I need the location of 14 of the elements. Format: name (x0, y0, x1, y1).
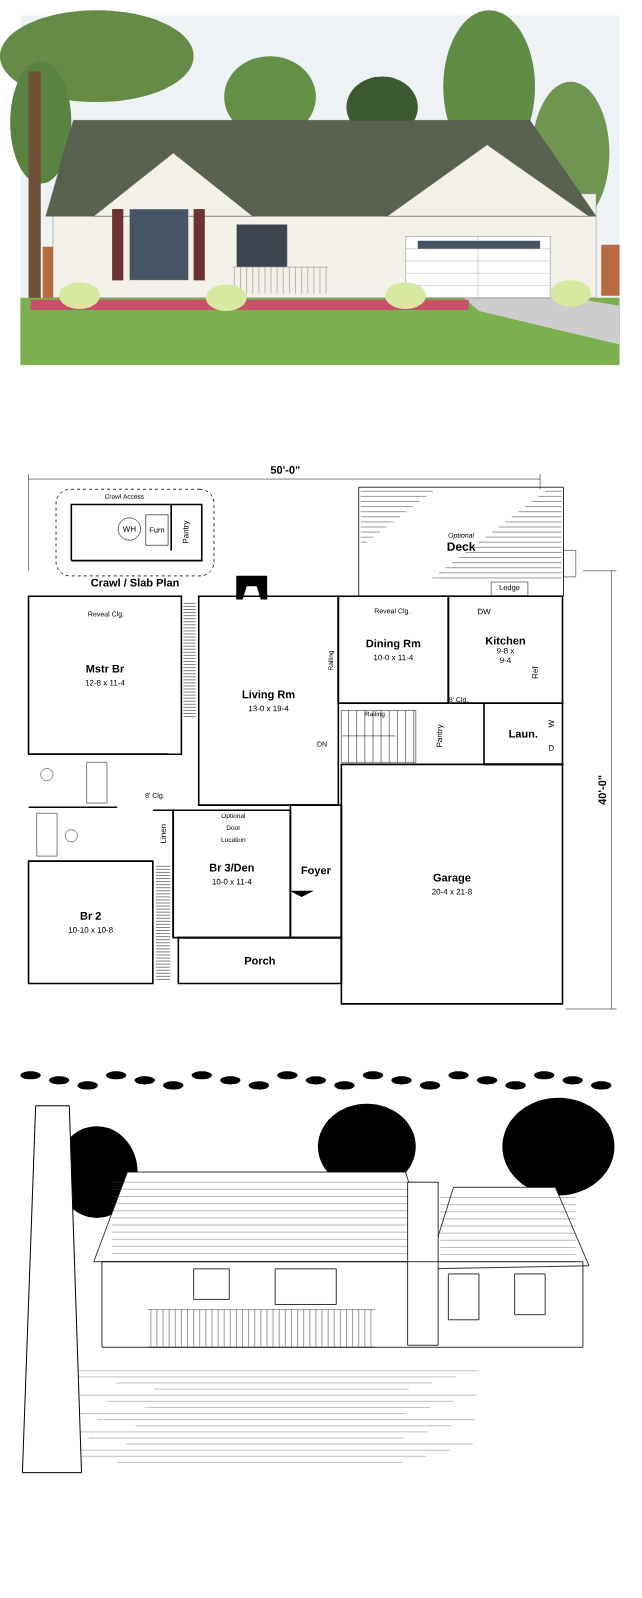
dimension-text: 40'-0" (598, 775, 607, 805)
room-box: Garage 20-4 x 21-8 (340, 763, 564, 1005)
room-box: Porch (177, 936, 343, 985)
appliance-label: DW (478, 608, 491, 615)
room-box: Br 2 10-10 x 10-8 (27, 860, 154, 985)
appliance-label: D (549, 745, 554, 751)
closet-label: Pantry (182, 520, 191, 543)
closet-label: Linen (160, 824, 166, 843)
closet-label: Pantry (436, 724, 444, 747)
appliance-label: W (548, 719, 555, 728)
room-box: Foyer (289, 804, 343, 939)
node-label: Crawl / Slab Plan (91, 578, 179, 587)
appliance-label: Ref (532, 666, 538, 679)
dimension-text: 50'-0" (270, 466, 300, 474)
